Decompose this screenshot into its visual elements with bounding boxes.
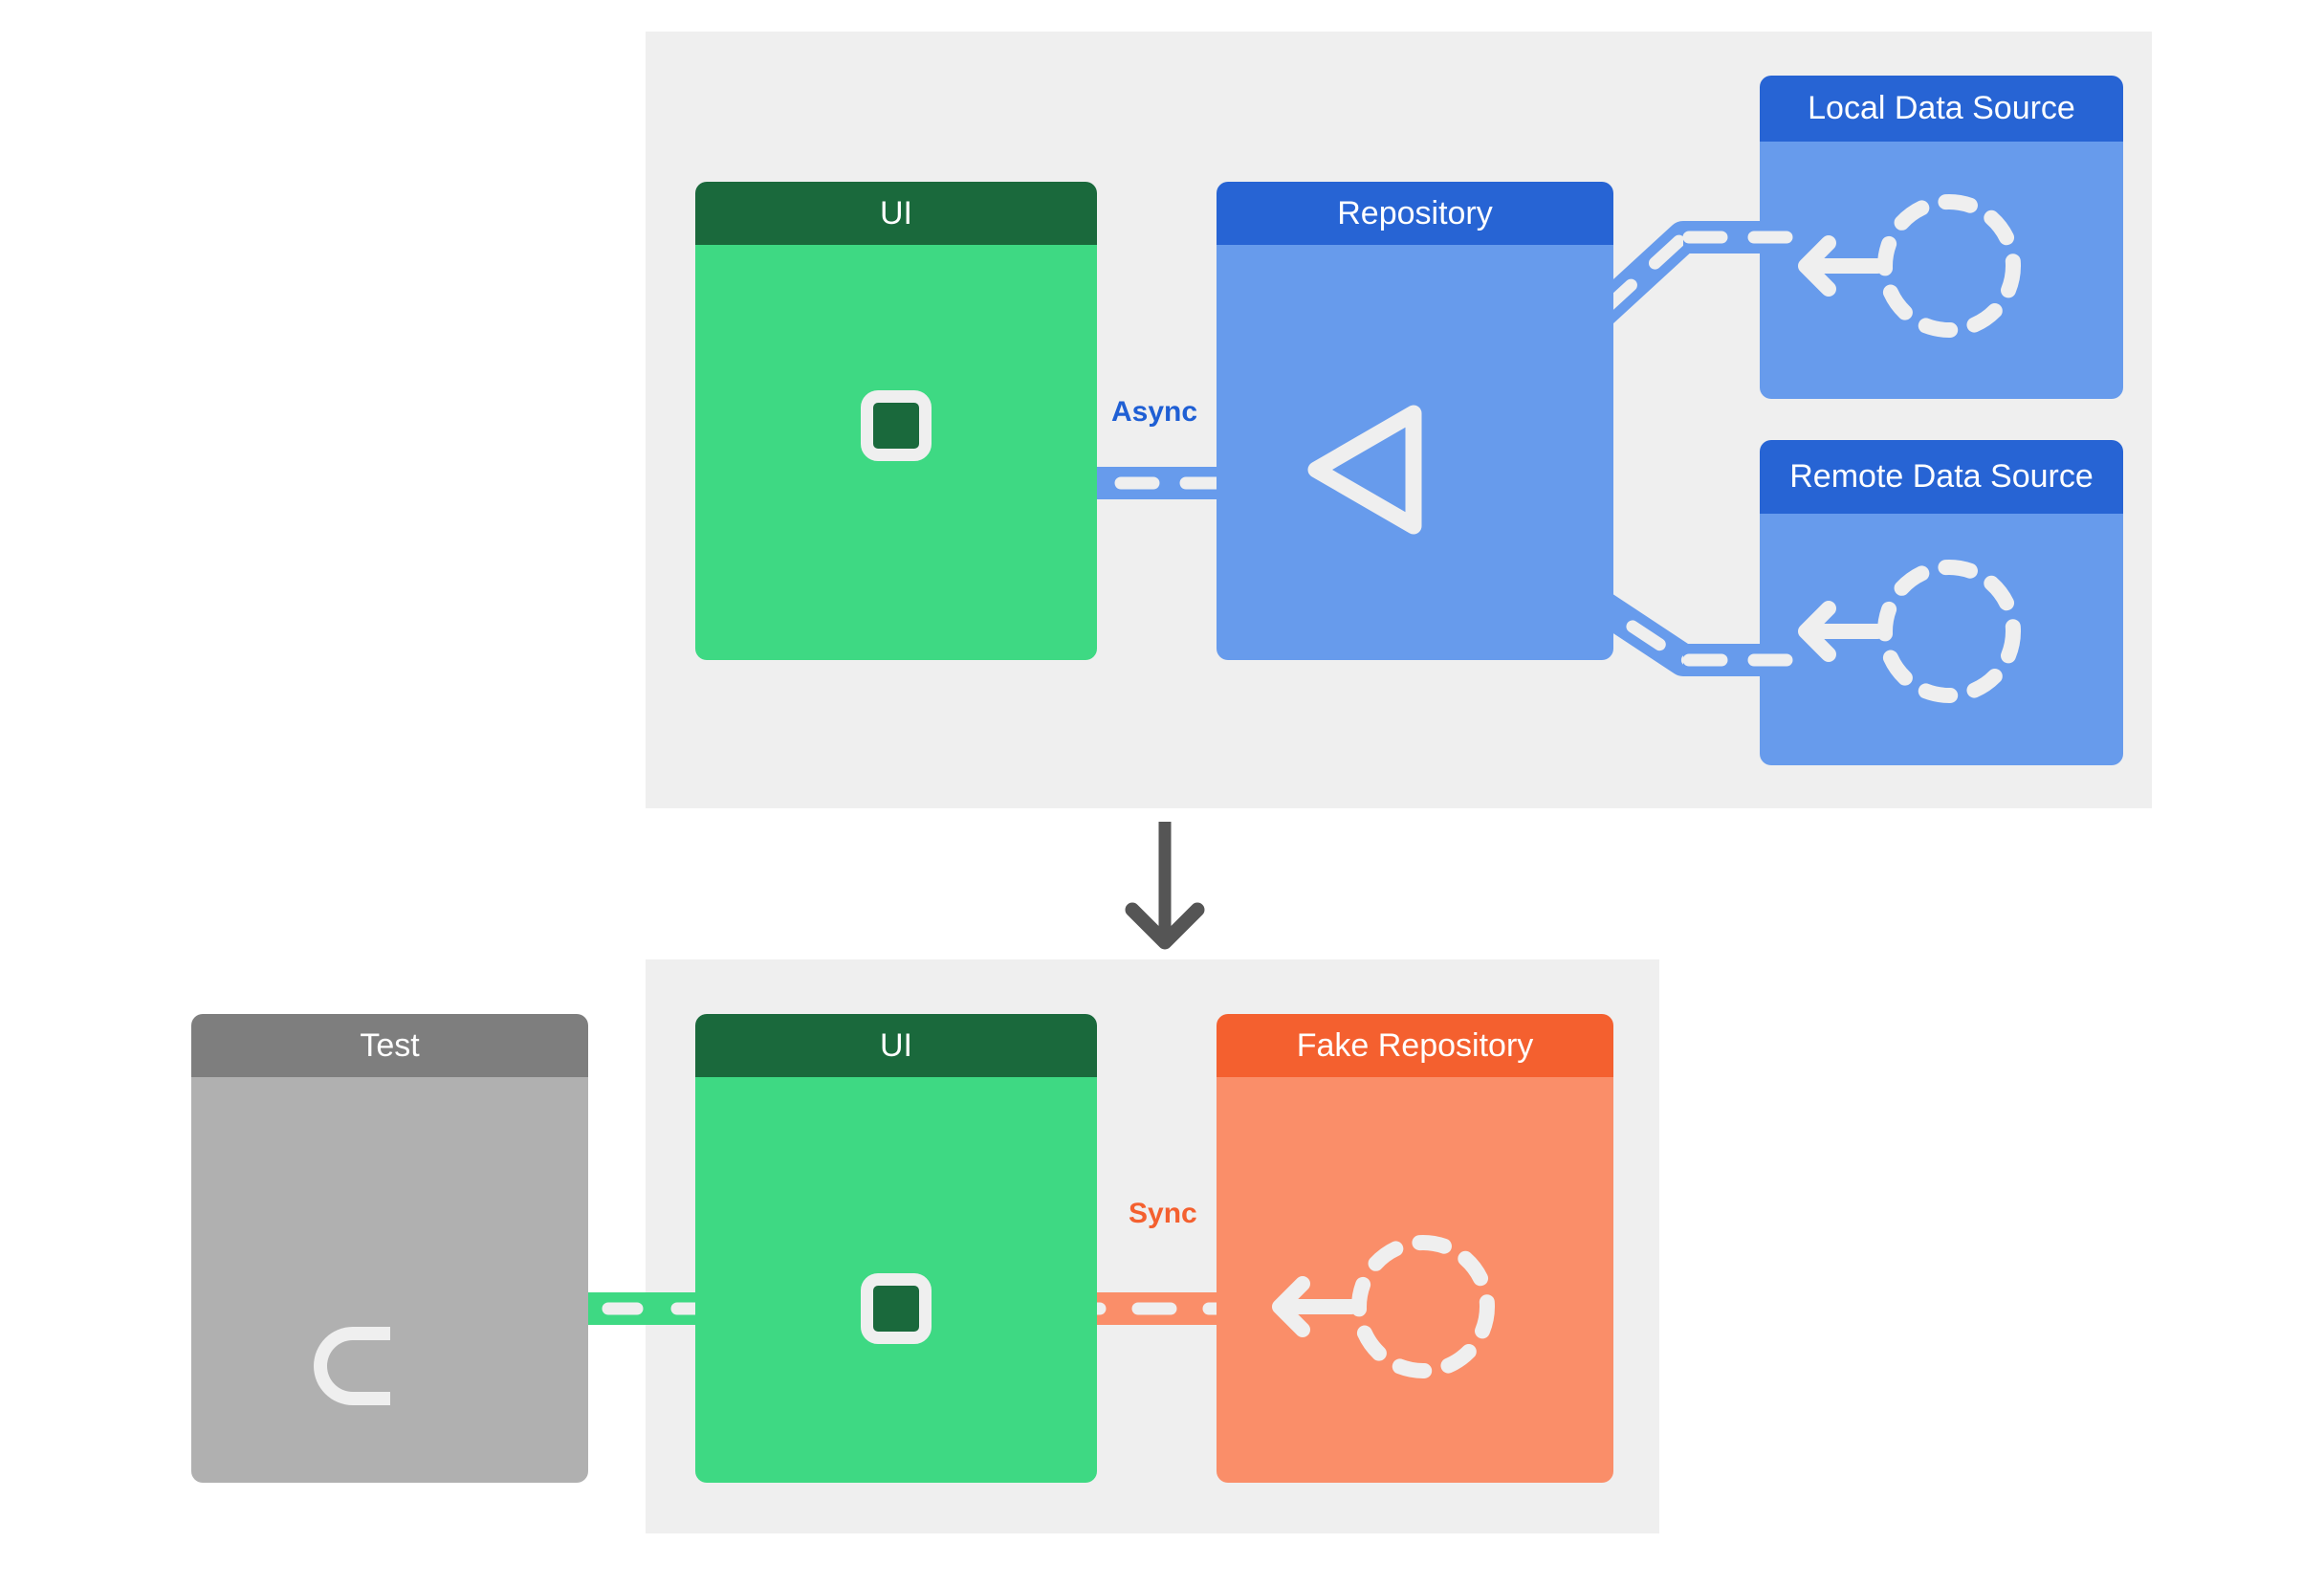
card-repository[interactable]: Repository	[1217, 182, 1613, 660]
card-ui-test-title: UI	[695, 1014, 1097, 1077]
dashed-circle-with-left-arrow-icon	[1798, 194, 2021, 338]
async-label: Async	[1104, 394, 1206, 430]
card-fake-repository-title: Fake Repository	[1217, 1014, 1613, 1077]
sync-label: Sync	[1121, 1196, 1205, 1232]
card-ui-test[interactable]: UI	[695, 1014, 1097, 1483]
plug-connector-icon	[861, 390, 932, 461]
card-ui-production[interactable]: UI	[695, 182, 1097, 660]
card-remote-data-source-body	[1760, 514, 2123, 765]
card-test-title: Test	[191, 1014, 588, 1077]
socket-connector-icon	[314, 1327, 390, 1405]
plug-connector-icon	[861, 1273, 932, 1344]
card-remote-data-source-title: Remote Data Source	[1760, 440, 2123, 514]
play-triangle-outline-icon	[1307, 405, 1422, 535]
card-local-data-source-title: Local Data Source	[1760, 76, 2123, 142]
card-repository-title: Repository	[1217, 182, 1613, 245]
down-arrow-icon	[1125, 822, 1205, 950]
card-local-data-source-body	[1760, 142, 2123, 399]
dashed-circle-with-left-arrow-icon	[1798, 560, 2021, 703]
card-local-data-source[interactable]: Local Data Source	[1760, 76, 2123, 399]
card-remote-data-source[interactable]: Remote Data Source	[1760, 440, 2123, 765]
card-ui-production-title: UI	[695, 182, 1097, 245]
card-fake-repository[interactable]: Fake Repository	[1217, 1014, 1613, 1483]
card-test-body	[191, 1077, 588, 1483]
card-fake-repository-body	[1217, 1077, 1613, 1483]
dashed-circle-with-left-arrow-icon	[1272, 1235, 1495, 1378]
card-repository-body	[1217, 245, 1613, 660]
card-test[interactable]: Test	[191, 1014, 588, 1483]
card-ui-production-body	[695, 245, 1097, 660]
transition-arrow-container	[1100, 818, 1339, 966]
card-ui-test-body	[695, 1077, 1097, 1483]
